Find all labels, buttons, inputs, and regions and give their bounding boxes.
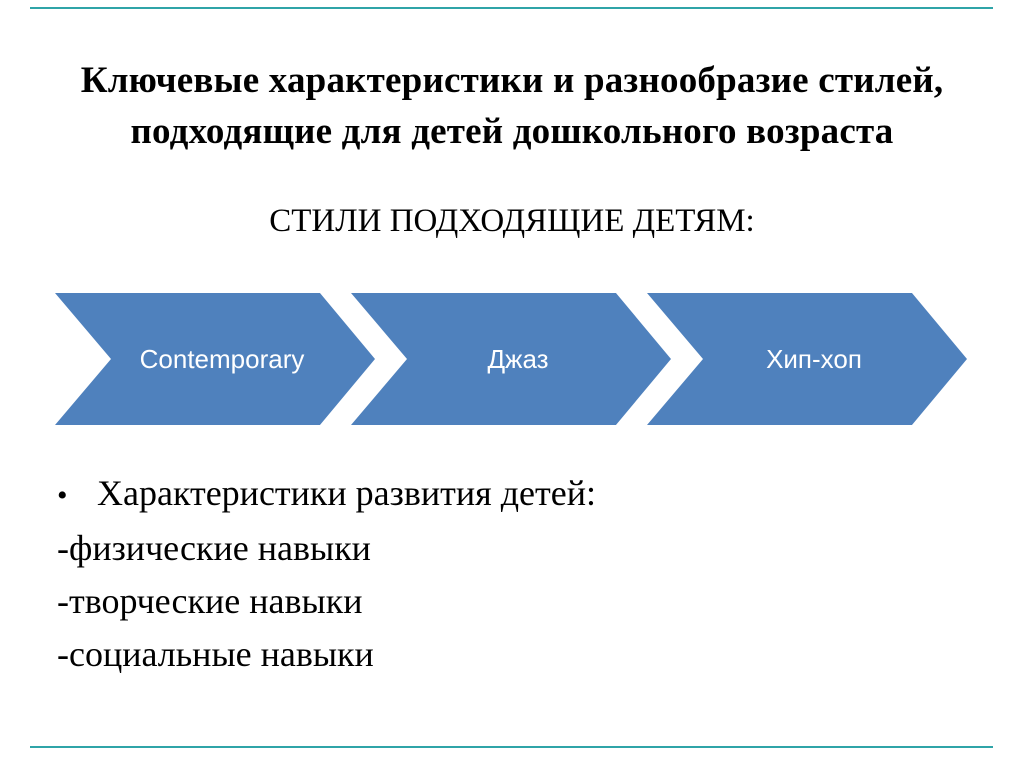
list-item-lead: • Характеристики развития детей:: [57, 467, 596, 522]
characteristics-list: • Характеристики развития детей: -физиче…: [57, 467, 596, 681]
process-arrow-diagram: Contemporary Джаз Хип-хоп: [55, 293, 967, 425]
list-item-lead-text: Характеристики развития детей:: [97, 473, 596, 513]
bottom-accent-rule: [30, 746, 993, 748]
process-step-hiphop: Хип-хоп: [647, 293, 967, 425]
process-step-label: Contemporary: [139, 343, 305, 374]
slide-subtitle: СТИЛИ ПОДХОДЯЩИЕ ДЕТЯМ:: [269, 203, 755, 239]
slide-title: Ключевые характеристики и разнообразие с…: [80, 60, 944, 152]
list-item: -творческие навыки: [57, 581, 363, 621]
process-step-contemporary: Contemporary: [55, 293, 375, 425]
list-item: -физические навыки: [57, 528, 371, 568]
bullet-icon: •: [57, 479, 68, 512]
top-accent-rule: [30, 7, 993, 9]
process-step-label: Джаз: [487, 343, 549, 374]
process-step-jazz: Джаз: [351, 293, 671, 425]
process-step-label: Хип-хоп: [766, 343, 862, 374]
list-item: -социальные навыки: [57, 634, 374, 674]
